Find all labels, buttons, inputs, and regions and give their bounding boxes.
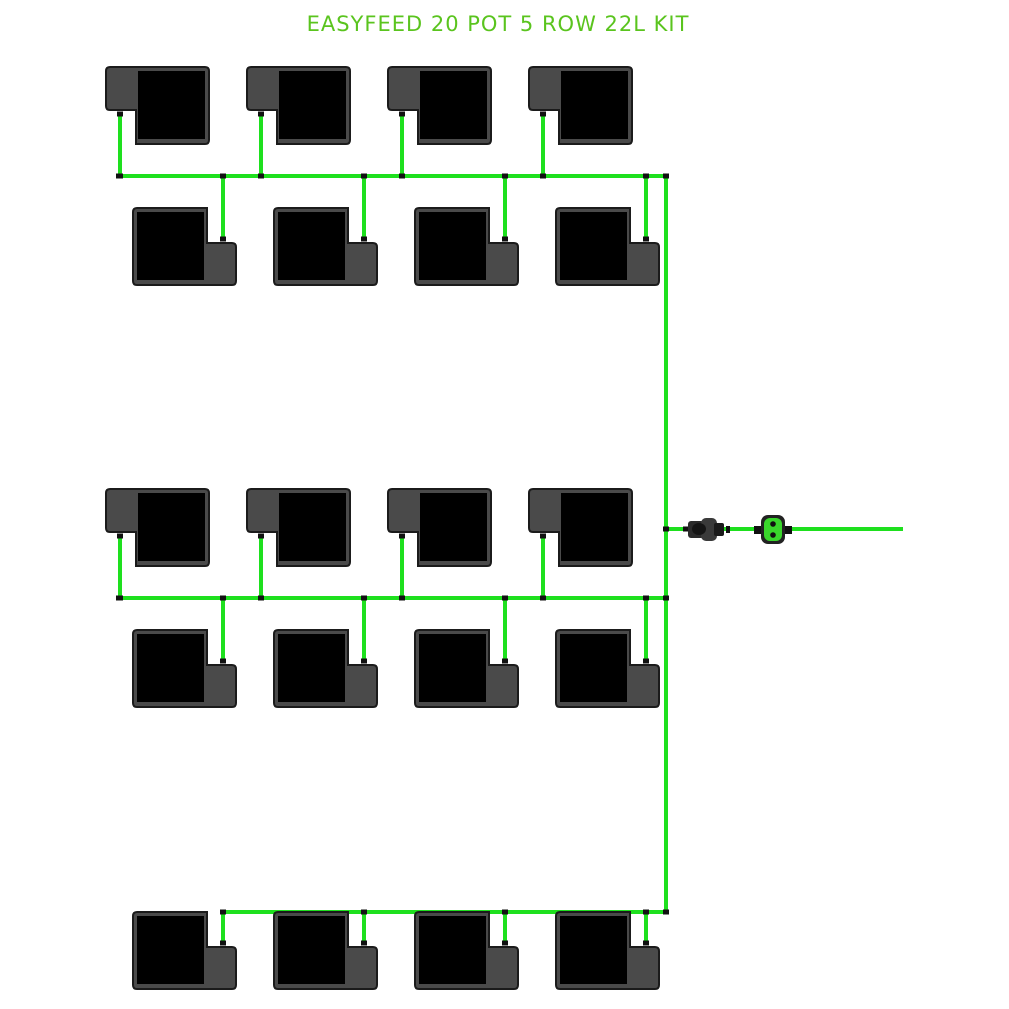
pot <box>278 916 345 984</box>
tube-connector <box>258 595 264 601</box>
tube-connector <box>220 940 226 946</box>
tube-connector <box>399 111 405 117</box>
pot-tray-icon <box>246 488 351 567</box>
tube-connector <box>663 526 669 532</box>
pot-tray-icon <box>273 911 378 990</box>
pot <box>419 212 486 280</box>
tube-connector <box>220 173 226 179</box>
pot-tray-icon <box>414 207 519 286</box>
tube-connector <box>502 173 508 179</box>
tube-connector <box>643 909 649 915</box>
tube-connector <box>361 909 367 915</box>
pot <box>137 916 204 984</box>
tube-connector <box>116 173 122 179</box>
pot-tray-icon <box>528 66 633 145</box>
pot <box>278 212 345 280</box>
tube-connector <box>220 909 226 915</box>
pot <box>560 916 627 984</box>
tube-connector <box>663 909 669 915</box>
pot-tray-icon <box>105 488 210 567</box>
connectors-layer <box>116 111 689 946</box>
pot-tray-icon <box>387 66 492 145</box>
tube-connector <box>540 533 546 539</box>
tube-connector <box>502 909 508 915</box>
page-title: EASYFEED 20 POT 5 ROW 22L KIT <box>306 12 690 36</box>
pot-tray-icon <box>555 207 660 286</box>
tube-connector <box>502 236 508 242</box>
pot <box>278 634 345 702</box>
inline-filter-icon <box>688 518 730 541</box>
pots-layer <box>105 66 660 990</box>
pot <box>561 493 628 561</box>
pot <box>279 493 346 561</box>
tube-connector <box>117 111 123 117</box>
tube-connector <box>643 658 649 664</box>
tube-connector <box>220 595 226 601</box>
pot-tray-icon <box>555 629 660 708</box>
tube-connector <box>683 526 689 532</box>
pot-tray-icon <box>555 911 660 990</box>
pot-tray-icon <box>387 488 492 567</box>
tube-connector <box>361 236 367 242</box>
pot-tray-icon <box>414 629 519 708</box>
tube-connector <box>399 173 405 179</box>
tube-connector <box>540 111 546 117</box>
pot <box>561 71 628 139</box>
tube-connector <box>663 595 669 601</box>
tube-connector <box>643 236 649 242</box>
pot-tray-icon <box>132 911 237 990</box>
tube-connector <box>399 595 405 601</box>
pot-tray-icon <box>246 66 351 145</box>
pot <box>138 71 205 139</box>
tube-connector <box>399 533 405 539</box>
pot <box>420 493 487 561</box>
tube-connector <box>643 173 649 179</box>
pot <box>419 916 486 984</box>
tube-connector <box>502 940 508 946</box>
tube-connector <box>540 595 546 601</box>
pot-tray-icon <box>105 66 210 145</box>
tube-connector <box>220 658 226 664</box>
pot-tray-icon <box>132 207 237 286</box>
pot <box>138 493 205 561</box>
tube-connector <box>643 595 649 601</box>
tube-connector <box>361 595 367 601</box>
pot-tray-icon <box>273 207 378 286</box>
tube-connector <box>116 595 122 601</box>
tube-connector <box>258 111 264 117</box>
pot <box>279 71 346 139</box>
pot-tray-icon <box>528 488 633 567</box>
tube-connector <box>361 940 367 946</box>
pot <box>560 634 627 702</box>
tube-connector <box>540 173 546 179</box>
tube-connector <box>663 173 669 179</box>
pot <box>420 71 487 139</box>
tube-connector <box>117 533 123 539</box>
pot <box>137 212 204 280</box>
tube-connector <box>220 236 226 242</box>
valve-tap-icon <box>754 515 792 544</box>
pot <box>137 634 204 702</box>
tube-connector <box>361 658 367 664</box>
tube-connector <box>502 658 508 664</box>
tube-connector <box>258 533 264 539</box>
tube-connector <box>361 173 367 179</box>
pot-tray-icon <box>132 629 237 708</box>
pot-tray-icon <box>273 629 378 708</box>
tube-connector <box>502 595 508 601</box>
pot <box>419 634 486 702</box>
tube-connector <box>258 173 264 179</box>
pot-tray-icon <box>414 911 519 990</box>
pot <box>560 212 627 280</box>
tube-connector <box>643 940 649 946</box>
